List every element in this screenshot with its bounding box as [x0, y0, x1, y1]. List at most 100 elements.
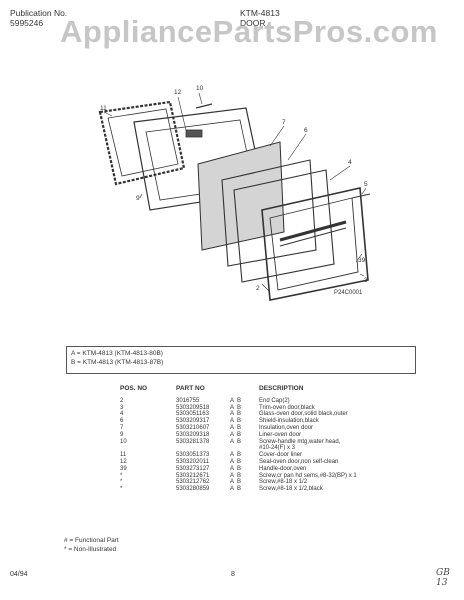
- pos-cell: 3: [120, 404, 124, 411]
- pos-cell: 10: [120, 438, 127, 445]
- description-cell: Screw,cr pan hd sems,#8-32(BP) x 1: [259, 472, 357, 479]
- model-a-cell: A: [230, 438, 235, 445]
- model-a-cell: A: [230, 486, 235, 493]
- table-row: #10-24(F) x 3: [118, 445, 399, 452]
- pos-cell: 2: [120, 397, 124, 404]
- callout-label: 4: [348, 159, 352, 166]
- callout-label: 7: [282, 119, 286, 126]
- model-number: KTM-4813: [240, 8, 280, 18]
- model-b-cell: B: [237, 431, 242, 438]
- model-b-cell: B: [237, 472, 242, 479]
- table-header-row: POS. NO PART NO DESCRIPTION: [118, 385, 399, 398]
- model-b-cell: B: [237, 465, 242, 472]
- part-number-cell: 5303209518: [176, 404, 210, 411]
- model-a-cell: A: [230, 458, 235, 465]
- callout-label: 39: [358, 257, 366, 264]
- callout-label: 12: [174, 89, 182, 96]
- model-b-cell: B: [237, 411, 242, 418]
- part-number-cell: 5303212762: [176, 479, 210, 486]
- header-desc: DESCRIPTION: [259, 385, 304, 392]
- part-number-cell: 5303051373: [176, 452, 210, 459]
- model-a-cell: [230, 445, 237, 452]
- pos-cell: *: [120, 479, 123, 486]
- callout-label: 5: [364, 181, 368, 188]
- callout-label: 2: [256, 285, 260, 292]
- description-cell: Trim-oven door,black: [259, 404, 315, 411]
- header-a: [230, 386, 237, 398]
- footer-date: 04/94: [10, 571, 28, 578]
- model-b-cell: B: [237, 438, 242, 445]
- publication-label: Publication No.: [10, 8, 68, 18]
- pos-cell: 39: [120, 465, 127, 472]
- description-cell: Liner-oven door: [259, 431, 302, 438]
- model-code-box: A = KTM-4813 (KTM-4813-80B) B = KTM-4813…: [66, 346, 416, 374]
- part-number-cell: 5303209317: [176, 418, 210, 425]
- description-cell: Screw,#8-18 x 1/2,black: [259, 486, 323, 493]
- part-number-cell: 5303212671: [176, 472, 210, 479]
- pos-cell: 11: [120, 452, 127, 459]
- model-a-cell: A: [230, 479, 235, 486]
- model-a-cell: A: [230, 404, 235, 411]
- part-number-cell: [176, 445, 230, 452]
- model-code-b: B = KTM-4813 (KTM-4813-87B): [71, 359, 164, 366]
- legend-notes: # = Functional Part * = Non-Illustrated: [64, 537, 119, 554]
- callout-label: 3: [364, 277, 368, 284]
- model-a-cell: A: [230, 424, 235, 431]
- model-a-cell: A: [230, 431, 235, 438]
- watermark: AppliancePartsPros.com: [60, 14, 438, 49]
- description-cell: Screw,#8-18 x 1/2: [259, 479, 308, 486]
- glass-part: [233, 169, 335, 283]
- description-cell: Glass-oven door,solid black,outer: [259, 411, 348, 418]
- publication-number: 5995246: [10, 18, 44, 28]
- shield-part: [221, 159, 317, 267]
- pos-cell: *: [120, 486, 123, 493]
- pos-cell: [118, 445, 176, 452]
- pos-cell: *: [120, 472, 123, 479]
- description-cell: Shield-insulation,black: [259, 418, 319, 425]
- insulation-part: [197, 141, 285, 251]
- part-number-cell: 5303280859: [176, 486, 210, 493]
- part-number-cell: 5303210607: [176, 424, 210, 431]
- header-b: [237, 386, 259, 398]
- figure-code: P24C0001: [334, 290, 363, 296]
- pos-cell: 9: [120, 431, 124, 438]
- description-cell: Insulation,oven door: [259, 424, 314, 431]
- model-a-cell: A: [230, 418, 235, 425]
- seal-part: [98, 100, 186, 186]
- model-b-cell: B: [237, 458, 242, 465]
- part-number-cell: 5303281378: [176, 438, 210, 445]
- description-cell: Screw-handle mtg,water head,: [259, 438, 341, 445]
- model-b-cell: B: [237, 424, 242, 431]
- model-b-cell: B: [237, 479, 242, 486]
- exploded-door-diagram: 11 10 12 7 6 9 4 5 39 2 3 P24C0001: [98, 85, 371, 301]
- description-cell: Seal-oven door,non self-clean: [259, 458, 339, 465]
- note-functional: # = Functional Part: [64, 537, 119, 544]
- model-b-cell: B: [237, 452, 242, 459]
- model-a-cell: A: [230, 411, 235, 418]
- part-number-cell: 5303273127: [176, 465, 210, 472]
- model-b-cell: B: [237, 418, 242, 425]
- callout-label: 10: [196, 85, 204, 92]
- footer-page: 8: [231, 571, 235, 578]
- model-a-cell: A: [230, 472, 235, 479]
- part-number-cell: 5303209318: [176, 431, 210, 438]
- pos-cell: 7: [120, 424, 124, 431]
- door-trim-part: [261, 187, 369, 301]
- model-a-cell: A: [230, 397, 235, 404]
- section-title: DOOR: [240, 18, 266, 28]
- part-number-cell: 5303051163: [176, 411, 209, 418]
- callout-label: 11: [100, 105, 107, 112]
- description-cell: End Cap(2): [259, 397, 290, 404]
- header-pos: POS. NO: [120, 385, 148, 392]
- description-cell: Handle-door,oven: [259, 465, 307, 472]
